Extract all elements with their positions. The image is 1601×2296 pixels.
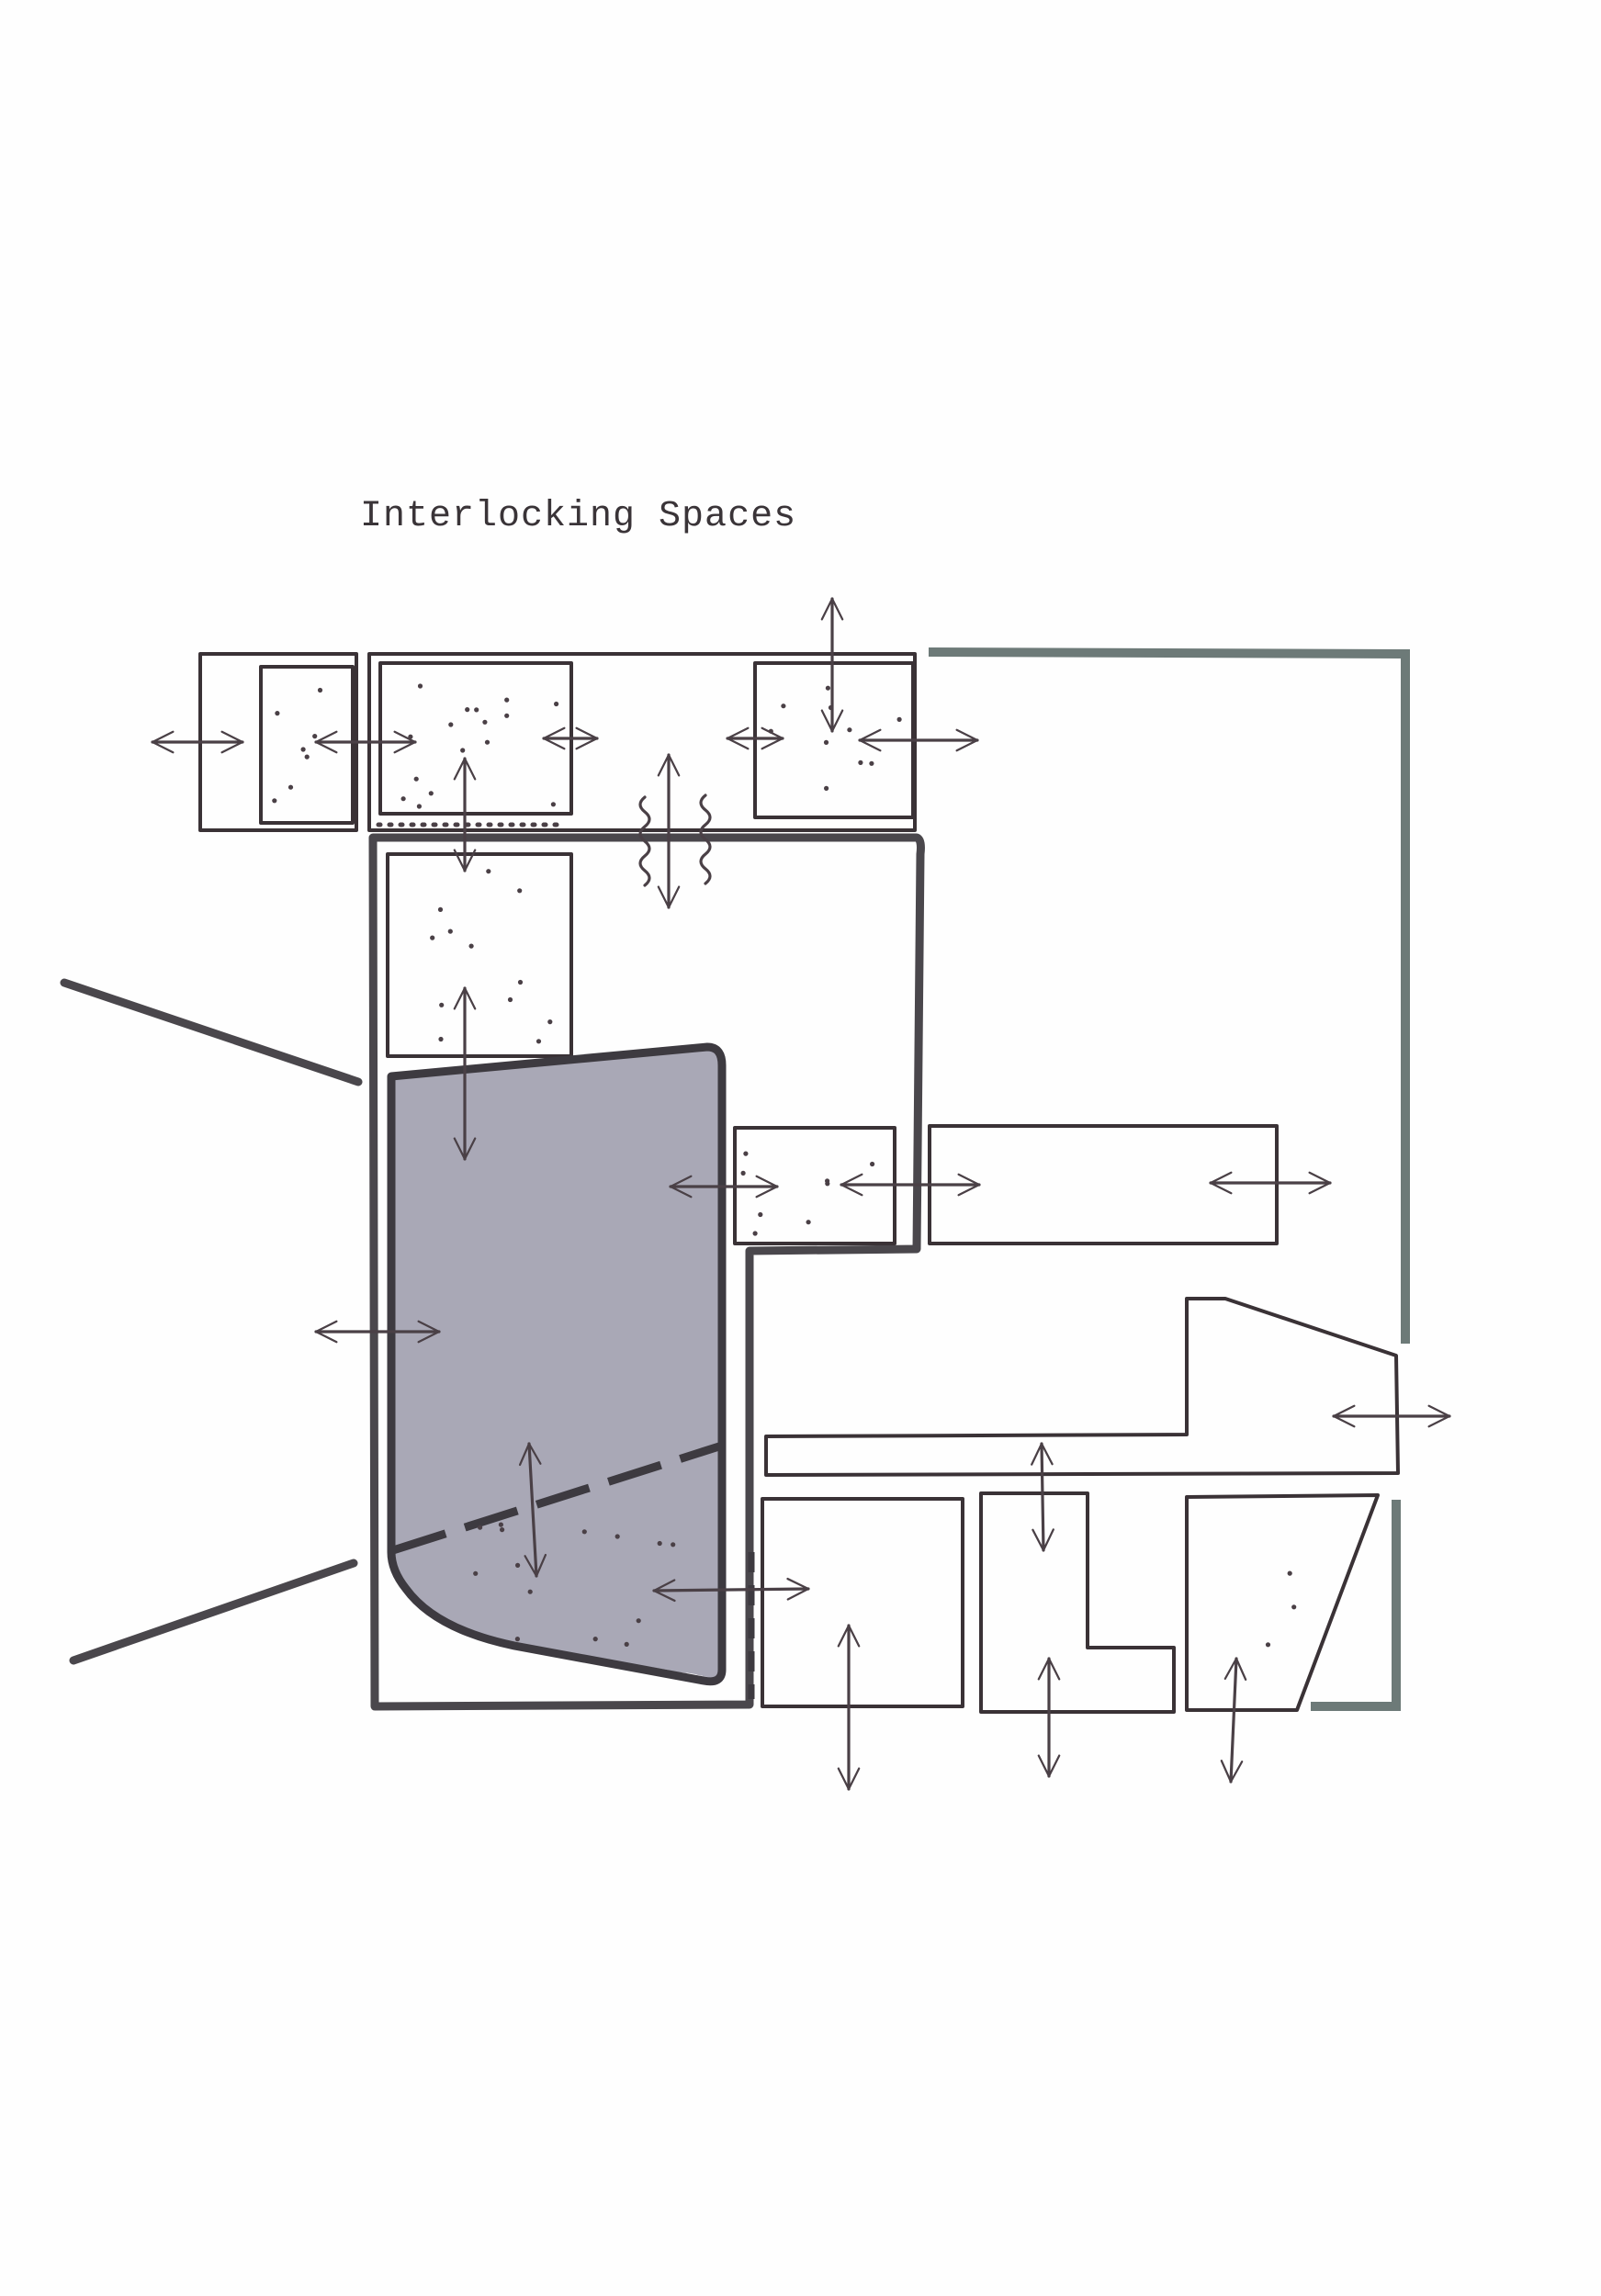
stipple-dot	[312, 734, 318, 739]
stipple-dot	[408, 734, 413, 739]
stipple-dot	[504, 713, 510, 718]
squiggle-right	[699, 793, 712, 885]
right-stepped-box	[764, 1297, 1400, 1477]
stipple-dot	[482, 719, 488, 725]
central-building	[368, 833, 925, 1711]
approach-line-upper	[60, 978, 363, 1086]
stipple-dot	[428, 791, 434, 796]
right-side-spaces	[764, 1124, 1400, 1477]
circulation-arrow	[1031, 1442, 1054, 1552]
bottom-left-box	[761, 1497, 964, 1708]
stipple-dot	[657, 1540, 662, 1547]
stipple-dot	[614, 1534, 620, 1539]
stipple-dot	[547, 1019, 553, 1025]
stipple-dot	[304, 754, 310, 760]
stipple-dot	[781, 703, 786, 709]
stipple-dot	[1291, 1604, 1297, 1610]
stipple-dot	[400, 796, 406, 802]
circulation-arrow	[652, 1577, 810, 1603]
stipple-dot	[416, 804, 422, 809]
stipple-dot	[438, 1036, 444, 1042]
stipple-dot	[317, 687, 323, 693]
outer-boundary	[928, 647, 1410, 1711]
top-row-spaces	[198, 652, 917, 832]
stipple-dot	[581, 1529, 587, 1535]
stipple-dot	[550, 802, 557, 807]
stipple-dot	[474, 707, 479, 713]
stipple-dot	[515, 1562, 521, 1568]
stipple-dot	[413, 776, 419, 782]
stipple-dot	[858, 760, 863, 766]
bottom-row-spaces	[761, 1491, 1380, 1714]
stipple-dot	[636, 1618, 641, 1624]
stipple-dot	[870, 1161, 875, 1167]
stipple-dot	[806, 1220, 811, 1225]
approach-line-lower	[69, 1559, 358, 1665]
stipple-dot	[484, 739, 490, 745]
bottom-trapezoid-box	[1185, 1493, 1380, 1712]
stipple-dot	[288, 784, 294, 790]
stipple-dot	[500, 1527, 505, 1533]
stipple-dot	[272, 798, 277, 804]
outer-wall-bottom-right	[1311, 1500, 1401, 1711]
upper-left-dotted-room	[386, 852, 573, 1058]
stipple-dot	[498, 1522, 504, 1527]
stipple-dot	[554, 701, 559, 707]
outer-wall-top-right	[928, 647, 1410, 1344]
stipple-dot	[300, 747, 306, 752]
stipple-dot	[514, 1637, 521, 1642]
stipple-dot	[465, 707, 470, 713]
stipple-dot	[478, 1525, 483, 1530]
stipple-dot	[447, 929, 453, 934]
stipple-dot	[847, 727, 852, 733]
stipple-dot	[624, 1641, 629, 1647]
squiggle-lines	[638, 793, 712, 887]
stipple-dot	[486, 869, 491, 874]
stipple-dot	[460, 748, 466, 753]
stipple-dot	[473, 1570, 479, 1576]
stipple-dot	[896, 716, 902, 723]
main-space-outline	[387, 1042, 727, 1686]
stipple-dot	[430, 935, 435, 940]
stipple-dot	[740, 1170, 746, 1176]
stipple-dot	[504, 697, 510, 703]
stipple-dot	[275, 711, 280, 716]
right-long-box	[928, 1124, 1279, 1245]
stipple-dot	[468, 943, 474, 949]
stipple-dot	[536, 1039, 542, 1044]
squiggle-left	[638, 795, 651, 887]
stipple-dot	[825, 1181, 830, 1187]
stipple-dot	[752, 1231, 758, 1236]
stipple-dot	[592, 1637, 598, 1642]
stipple-dot	[517, 888, 523, 894]
entry-lines	[60, 978, 363, 1665]
stipple-dot	[507, 996, 513, 1003]
stipple-dot	[825, 685, 831, 691]
stipple-dot	[743, 1151, 749, 1156]
stipple-dot	[768, 728, 773, 734]
stipple-dot	[437, 906, 444, 913]
stipple-dot	[517, 979, 524, 985]
stipple-dot	[1265, 1642, 1271, 1648]
dashed-division-line	[391, 1441, 724, 1555]
stipple-dot	[527, 1589, 533, 1594]
stipple-dot	[869, 760, 874, 766]
bottom-l-shaped-box	[979, 1491, 1176, 1714]
stipple-dot	[1287, 1570, 1292, 1576]
circulation-arrow	[1220, 1657, 1247, 1784]
stipple-dot	[758, 1211, 763, 1218]
stipple-dot	[824, 785, 829, 792]
central-block-outline	[368, 833, 925, 1711]
stipple-dot	[448, 722, 454, 727]
circulation-arrow	[518, 1442, 547, 1578]
circulation-arrows	[151, 597, 1451, 1791]
stipple-dot	[671, 1542, 676, 1548]
diagram-title: Interlocking Spaces	[360, 496, 797, 537]
stipple-dot	[439, 1002, 445, 1007]
stipple-dot	[823, 739, 829, 746]
stipple-dot	[417, 683, 423, 689]
shaded-main-space	[391, 1047, 722, 1678]
